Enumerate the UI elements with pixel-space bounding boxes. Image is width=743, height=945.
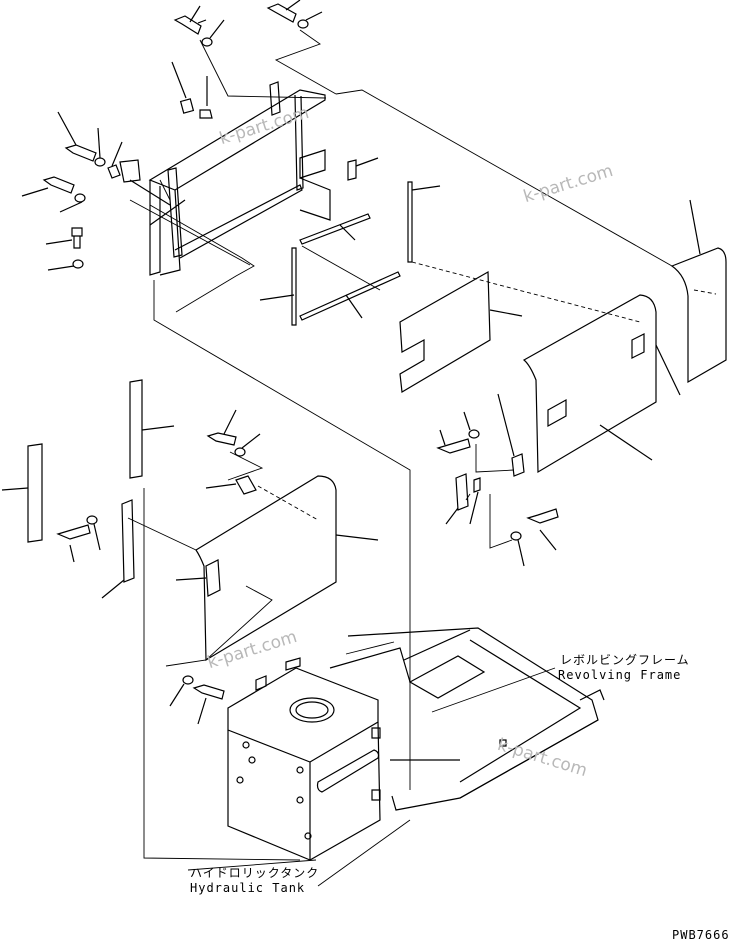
revolving-frame <box>329 627 605 811</box>
bolt-top-left <box>173 5 207 35</box>
small-clip <box>347 157 379 181</box>
seal-strip-long-left <box>1 443 43 543</box>
washer-top-center <box>297 11 323 29</box>
washer-tank <box>169 675 194 707</box>
washer-top-left <box>201 19 225 47</box>
bolt-lower-left <box>56 524 91 563</box>
revolving-frame-label-en: Revolving Frame <box>558 668 682 682</box>
bolt-left-2 <box>21 176 75 197</box>
hinge-right-1 <box>497 393 525 477</box>
upper-frame <box>119 81 331 276</box>
assembly-lines <box>127 29 717 861</box>
side-panel-right <box>522 294 681 474</box>
washer-right-1 <box>463 411 480 439</box>
hinge-right-3 <box>469 477 481 525</box>
bolt-tank <box>192 684 225 725</box>
hydraulic-tank-label-jp: ハイドロリックタンク <box>190 866 320 880</box>
insulation-pad <box>399 270 523 393</box>
washer-left-2 <box>59 193 86 213</box>
end-cover <box>670 199 727 384</box>
nut-left <box>171 61 195 114</box>
washer-left-1 <box>94 127 106 167</box>
bolt-right-2 <box>526 508 559 551</box>
bolt-right-1 <box>436 429 471 454</box>
bolt-left-1 <box>57 111 97 162</box>
seal-strip-lower <box>299 271 401 321</box>
seal-strip-vertical-left <box>259 247 297 326</box>
drawing-code: PWB7666 <box>672 928 730 942</box>
seal-strip-upper <box>299 213 371 245</box>
plug-left <box>199 76 213 119</box>
side-door-panel <box>175 475 379 662</box>
bolt-lower-center <box>206 409 237 446</box>
clip-left-1 <box>107 141 123 179</box>
hinge-right-2 <box>445 473 469 525</box>
seal-strip-vertical-right <box>407 181 441 263</box>
bolt-top-center <box>266 0 301 23</box>
washer-lower-left <box>86 515 101 551</box>
hydraulic-tank <box>227 657 381 861</box>
bracket-lower-center <box>205 475 257 495</box>
washer-lower-center <box>234 433 261 457</box>
hydraulic-tank-label-en: Hydraulic Tank <box>190 881 306 895</box>
revolving-frame-label-jp: レボルビングフレーム <box>560 653 690 667</box>
washer-right-2 <box>510 531 525 567</box>
seal-strip-short-left <box>129 379 175 479</box>
washer-left-3 <box>47 259 84 271</box>
label-leaders <box>187 667 556 887</box>
bolt-left-3 <box>45 227 83 249</box>
hinge-lower-left <box>101 499 135 599</box>
